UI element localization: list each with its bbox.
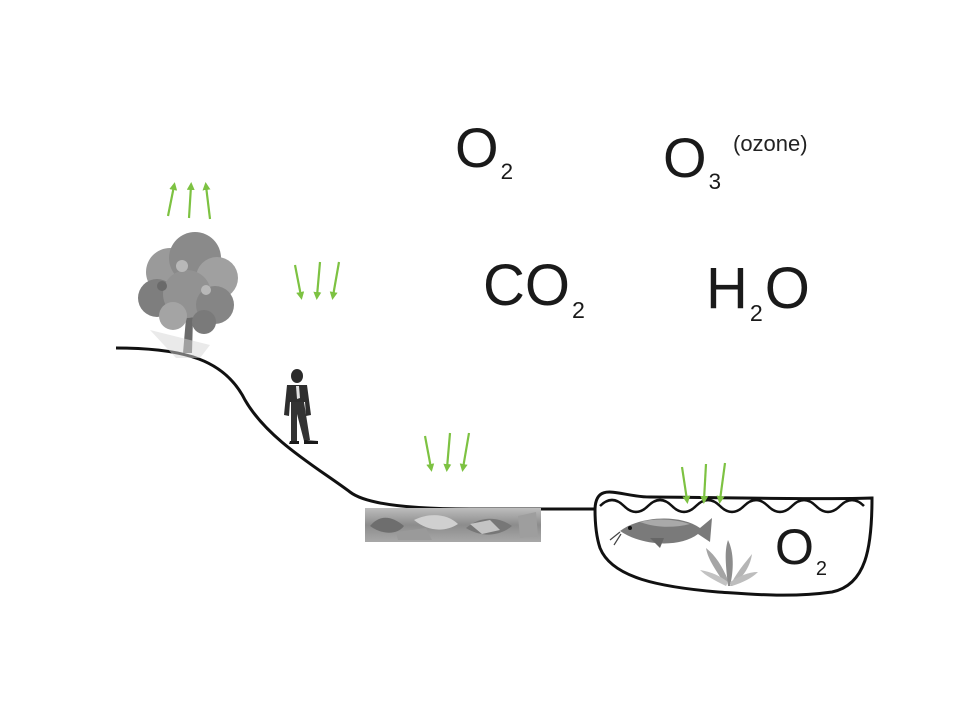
ozone-base: O (663, 126, 707, 189)
tree-arrows (166, 182, 212, 220)
man-standing (284, 369, 318, 444)
decomposition-arrow-down-3 (459, 432, 471, 472)
air-arrows (293, 261, 341, 300)
pond-arrow-down-1 (680, 466, 691, 504)
pond (593, 490, 874, 597)
water-subscript: 2 (749, 299, 763, 326)
carbon-dioxide-formula: CO2 (483, 257, 585, 322)
pond-arrows (680, 462, 727, 504)
decomposition-strip (365, 508, 541, 542)
decomposition-arrow-down-1 (423, 435, 435, 472)
water-base-o: O (764, 256, 810, 321)
pond-outline (593, 490, 874, 597)
ozone-formula: O3 (663, 130, 721, 194)
pond-oxygen-base: O (775, 519, 814, 575)
oxygen-formula: O2 (455, 120, 513, 184)
water-plant (700, 540, 758, 586)
carbon-dioxide-subscript: 2 (572, 296, 585, 323)
oxygen-subscript: 2 (500, 159, 514, 185)
ground-line (115, 346, 595, 511)
fish (609, 518, 712, 548)
tree (138, 232, 238, 358)
pond-arrow-down-2 (700, 463, 709, 504)
air-arrow-down-2 (313, 261, 322, 300)
tree-arrow-up-2 (186, 182, 195, 219)
decomposition-arrow-down-2 (443, 432, 452, 472)
pond-arrow-down-3 (716, 462, 727, 504)
water-formula: H2O (706, 260, 810, 325)
tree-arrow-up-3 (202, 182, 212, 220)
ozone-subscript: 3 (708, 169, 722, 195)
water-surface (599, 498, 865, 514)
air-arrow-down-3 (329, 261, 341, 300)
decomposition-arrows (423, 432, 471, 472)
carbon-dioxide-base: CO (483, 253, 570, 318)
ozone-note: (ozone) (733, 131, 808, 156)
air-arrow-down-1 (293, 264, 305, 300)
pond-oxygen-subscript: 2 (815, 558, 828, 580)
oxygen-base: O (455, 116, 499, 179)
tree-arrow-up-1 (166, 182, 178, 217)
water-base-h: H (706, 256, 748, 321)
